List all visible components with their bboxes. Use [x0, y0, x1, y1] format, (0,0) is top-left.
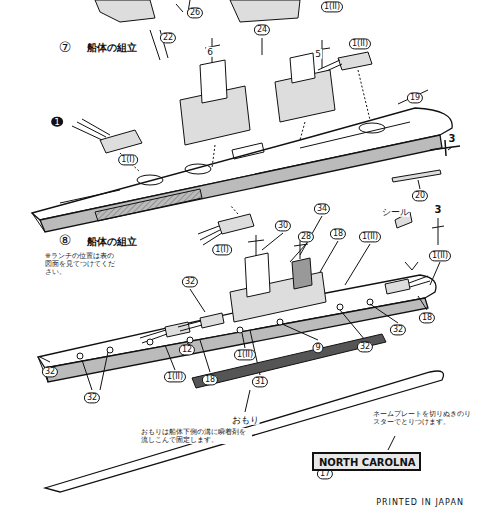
- callout-number: 20: [412, 190, 428, 201]
- callout-number: 18: [419, 312, 435, 323]
- callout-number: 1(I): [212, 244, 232, 255]
- callout-number: 1(I): [118, 154, 138, 165]
- step-heading: ⑦: [58, 39, 73, 55]
- callout-number: 32: [357, 341, 373, 352]
- part-label: 6: [206, 47, 214, 57]
- step-heading: 3: [448, 133, 457, 145]
- callout-number: 26: [187, 7, 203, 18]
- step-heading: 船体の組立: [86, 236, 138, 248]
- callout-number: 30: [275, 220, 291, 231]
- step-heading: ⑧: [58, 232, 73, 248]
- callout-number: 19: [407, 92, 423, 103]
- callout-number: 1(II): [234, 349, 256, 360]
- step-heading: 3: [434, 204, 443, 216]
- plate-text: NORTH CAROLNA: [319, 457, 414, 468]
- step-heading: 船体の組立: [86, 42, 138, 54]
- note-text: ※ランチの位置は表の図面を見てつけてください。: [44, 252, 116, 276]
- callout-number: 1(II): [429, 250, 451, 261]
- callout-number: 24: [254, 24, 270, 35]
- part-label: 5: [314, 49, 322, 59]
- part-label: PRINTED IN JAPAN: [375, 498, 465, 507]
- part-label: おもり: [231, 415, 260, 425]
- callout-number: 28: [298, 231, 314, 242]
- name-plate: NORTH CAROLNA: [312, 452, 421, 471]
- callout-number: 32: [182, 276, 198, 287]
- callout-number: 32: [390, 324, 406, 335]
- callout-number: 12: [179, 344, 195, 355]
- callout-number: 32: [84, 392, 100, 403]
- callout-number: 18: [330, 228, 346, 239]
- callout-number: 1(II): [164, 371, 186, 382]
- callout-number: 1(II): [321, 1, 343, 12]
- callout-number: 31: [252, 376, 268, 387]
- callout-number: 1(II): [359, 231, 381, 242]
- note-text: ネームプレートを切りぬきのりスターでとりつけます。: [372, 410, 474, 426]
- part-label: シール: [381, 207, 410, 217]
- callout-number: 32: [42, 366, 58, 377]
- note-text: おもりは船体下側の溝に瞬着剤を流しこんで固定します。: [140, 428, 252, 444]
- callout-number: 34: [314, 203, 330, 214]
- callout-number: 1: [51, 117, 63, 127]
- callout-number: 1(II): [349, 38, 371, 49]
- callout-number: 18: [202, 374, 218, 385]
- callout-number: 22: [160, 32, 176, 43]
